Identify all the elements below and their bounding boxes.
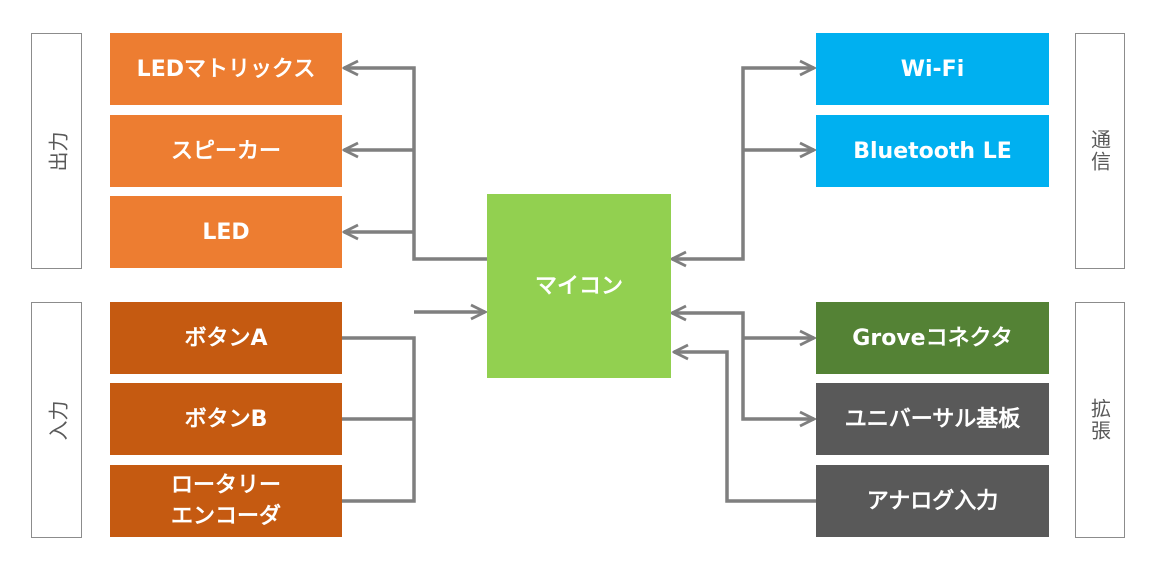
wire-from-analog [674, 352, 816, 503]
speaker-box: スピーカー [110, 115, 342, 187]
input-group-label: 入力 [31, 302, 82, 538]
led-matrix-box: LEDマトリックス [110, 33, 342, 105]
universal-board-box: ユニバーサル基板 [816, 383, 1049, 455]
wire-comm [672, 68, 814, 259]
output-group-label: 出力 [31, 33, 82, 269]
comm-group-label: 通信 [1075, 33, 1125, 269]
wifi-box: Wi-Fi [816, 33, 1049, 105]
microcontroller-box: マイコン [487, 194, 671, 378]
wire-expansion [672, 313, 814, 419]
analog-input-box: アナログ入力 [816, 465, 1049, 537]
expansion-group-label: 拡張 [1075, 302, 1125, 538]
led-box: LED [110, 196, 342, 268]
wire-to-led-matrix [344, 68, 487, 261]
bluetooth-le-box: Bluetooth LE [816, 115, 1049, 187]
button-b-box: ボタンB [110, 383, 342, 455]
grove-connector-box: Groveコネクタ [816, 302, 1049, 374]
rotary-encoder-box: ロータリー エンコーダ [110, 465, 342, 537]
button-a-box: ボタンA [110, 302, 342, 374]
